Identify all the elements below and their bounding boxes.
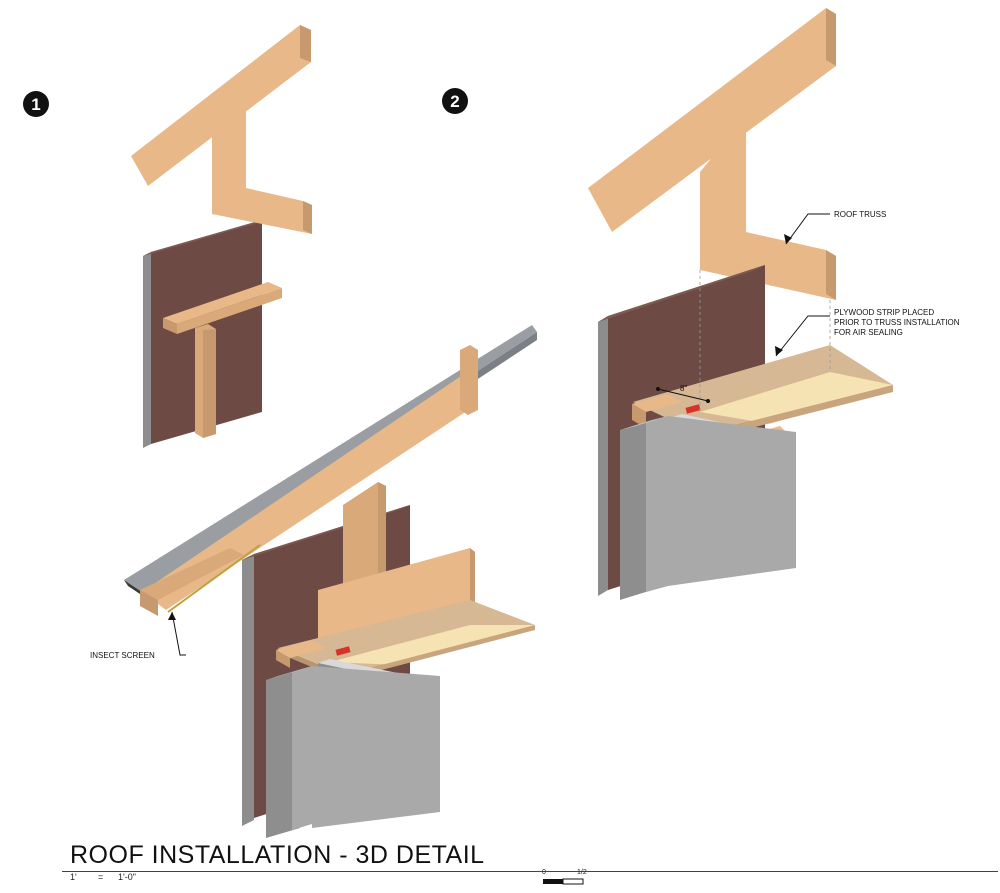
detail-1-truss-rafter [131,25,311,186]
drawing-title: ROOF INSTALLATION - 3D DETAIL [70,841,485,869]
detail-2-top-plate [632,394,682,412]
badge-1-circle [23,91,49,117]
plywood-label-line-1: PLYWOOD STRIP PLACED [834,308,934,317]
assembled-concrete-side [266,670,300,838]
detail-2 [588,8,893,600]
detail-1-truss-chord-end [303,201,312,234]
assembled-truss-web [343,482,386,600]
detail-2-truss-rafter-end [826,8,836,66]
badge-2: 2 [442,88,468,114]
scale-left: 1' [70,872,77,882]
badge-2-number: 2 [450,92,459,111]
assembled-plywood-strip [330,625,535,665]
leaders [168,213,830,656]
scale-bar [543,878,584,885]
detail-1-exploded [131,25,312,448]
detail-2-plywood-deck [633,345,893,434]
soffit-vent-line [167,544,261,613]
assembled-top-plate [276,640,326,658]
insect-screen-label: INSECT SCREEN [90,651,155,660]
detail-1-stud-face [203,329,216,438]
detail-1-wall-edge [143,252,151,448]
dimension-label: 8" [680,384,687,393]
detail-1-top-plate-side [163,318,177,334]
scale-equals: = [98,872,104,882]
scale-right: 1'-0" [118,872,136,882]
fascia-block [140,548,244,600]
detail-2-wall-top [598,265,765,322]
detail-2-truss-chord-end [826,250,836,300]
roof-sheathing [124,325,537,592]
detail-1-top-plate-face [177,288,282,334]
dimension-tick-left [656,387,660,391]
scale-bar-end: 1/2 [577,869,587,876]
plywood-label-line-3: FOR AIR SEALING [834,328,903,337]
detail-2-concrete-top [620,416,668,430]
insect-screen-leader [171,611,186,656]
assembled-concrete-face [312,666,440,828]
assembled-top-plate-front [276,650,290,668]
plywood-leader [775,315,830,357]
dimension-line [657,388,709,402]
roof-truss-leader [785,213,830,245]
scale-bar-segment-1 [543,879,563,884]
detail-2-concrete-insulation [646,416,668,592]
dimension-tick-right [706,399,710,403]
detail-1-wall-top [143,220,262,256]
assembled-red-tape [335,646,351,656]
detail-2-truss-rafter [588,8,836,232]
roof-truss-arrow [784,234,792,244]
detail-2-concrete-face [668,416,796,586]
assembled-gable-board [460,345,478,415]
scale-bar-segment-2 [562,878,584,885]
title-underline [62,871,998,872]
plywood-label-line-2: PRIOR TO TRUSS INSTALLATION [834,318,960,327]
scale-bar-start: 0 [542,869,546,876]
badge-2-circle [442,88,468,114]
detail-1-truss-chord [212,108,312,234]
assembled-wall-insulation-edge [242,554,254,826]
badge-1: 1 [23,91,49,117]
plywood-arrow [775,346,783,356]
assembled-plywood-front [343,625,535,680]
detail-2-top-plate-front [632,404,646,428]
insect-screen-arrow [168,612,176,620]
detail-2-truss-chord [700,126,836,300]
detail-1-top-plate [163,282,282,324]
detail-1-truss-rafter-end [300,25,311,62]
roof-truss-label: ROOF TRUSS [834,210,886,219]
detail-1-assembled [124,325,537,838]
assembled-concrete-insulation [292,666,312,830]
assembled-concrete-top [266,666,312,680]
detail-2-red-tape [685,404,701,414]
assembled-plywood-deck [278,600,535,675]
detail-2-wall-edge [598,316,608,596]
fascia-block-face [140,590,158,616]
badge-1-number: 1 [31,95,40,114]
assembled-truss-web-face [378,482,386,584]
assembled-rafter [142,370,476,610]
detail-2-plywood-strip [700,372,893,424]
detail-2-concrete-side [620,420,652,600]
